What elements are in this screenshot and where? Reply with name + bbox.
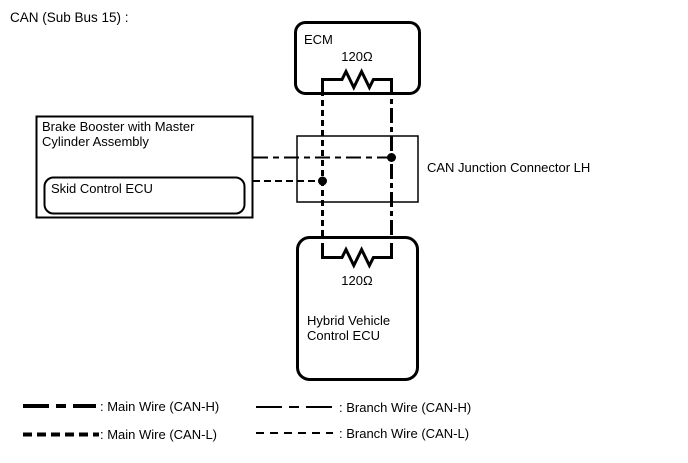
junction-dot-can-l bbox=[318, 176, 327, 186]
hv-ecu-resistor-value: 120Ω bbox=[341, 273, 373, 288]
ecm-resistor-icon bbox=[321, 68, 393, 94]
ecm-label: ECM bbox=[304, 32, 333, 47]
brake-booster-label-line1: Brake Booster with Master bbox=[42, 119, 195, 134]
legend: : Main Wire (CAN-H) : Main Wire (CAN-L) … bbox=[23, 399, 471, 442]
brake-booster-label-line2: Cylinder Assembly bbox=[42, 134, 149, 149]
hv-ecu-box bbox=[296, 236, 419, 381]
ecm-box bbox=[294, 21, 421, 95]
diagram-title: CAN (Sub Bus 15) : bbox=[10, 10, 129, 25]
junction-connector-box bbox=[296, 135, 419, 203]
ecm-resistor-value: 120Ω bbox=[341, 49, 373, 64]
skid-control-ecu-label: Skid Control ECU bbox=[51, 181, 153, 196]
junction-dot-can-h bbox=[387, 153, 396, 162]
hv-ecu-label-line1: Hybrid Vehicle bbox=[307, 313, 390, 328]
junction-connector-label: CAN Junction Connector LH bbox=[427, 160, 590, 175]
legend-main-wire-can-l-label: : Main Wire (CAN-L) bbox=[100, 427, 217, 442]
legend-main-wire-can-h-label: : Main Wire (CAN-H) bbox=[100, 399, 219, 414]
skid-control-ecu-box bbox=[43, 176, 246, 215]
legend-branch-wire-can-l-label: : Branch Wire (CAN-L) bbox=[339, 426, 469, 441]
hv-ecu-resistor-icon bbox=[321, 243, 393, 269]
hv-ecu-label-line2: Control ECU bbox=[307, 328, 380, 343]
legend-branch-wire-can-h-label: : Branch Wire (CAN-H) bbox=[339, 400, 471, 415]
